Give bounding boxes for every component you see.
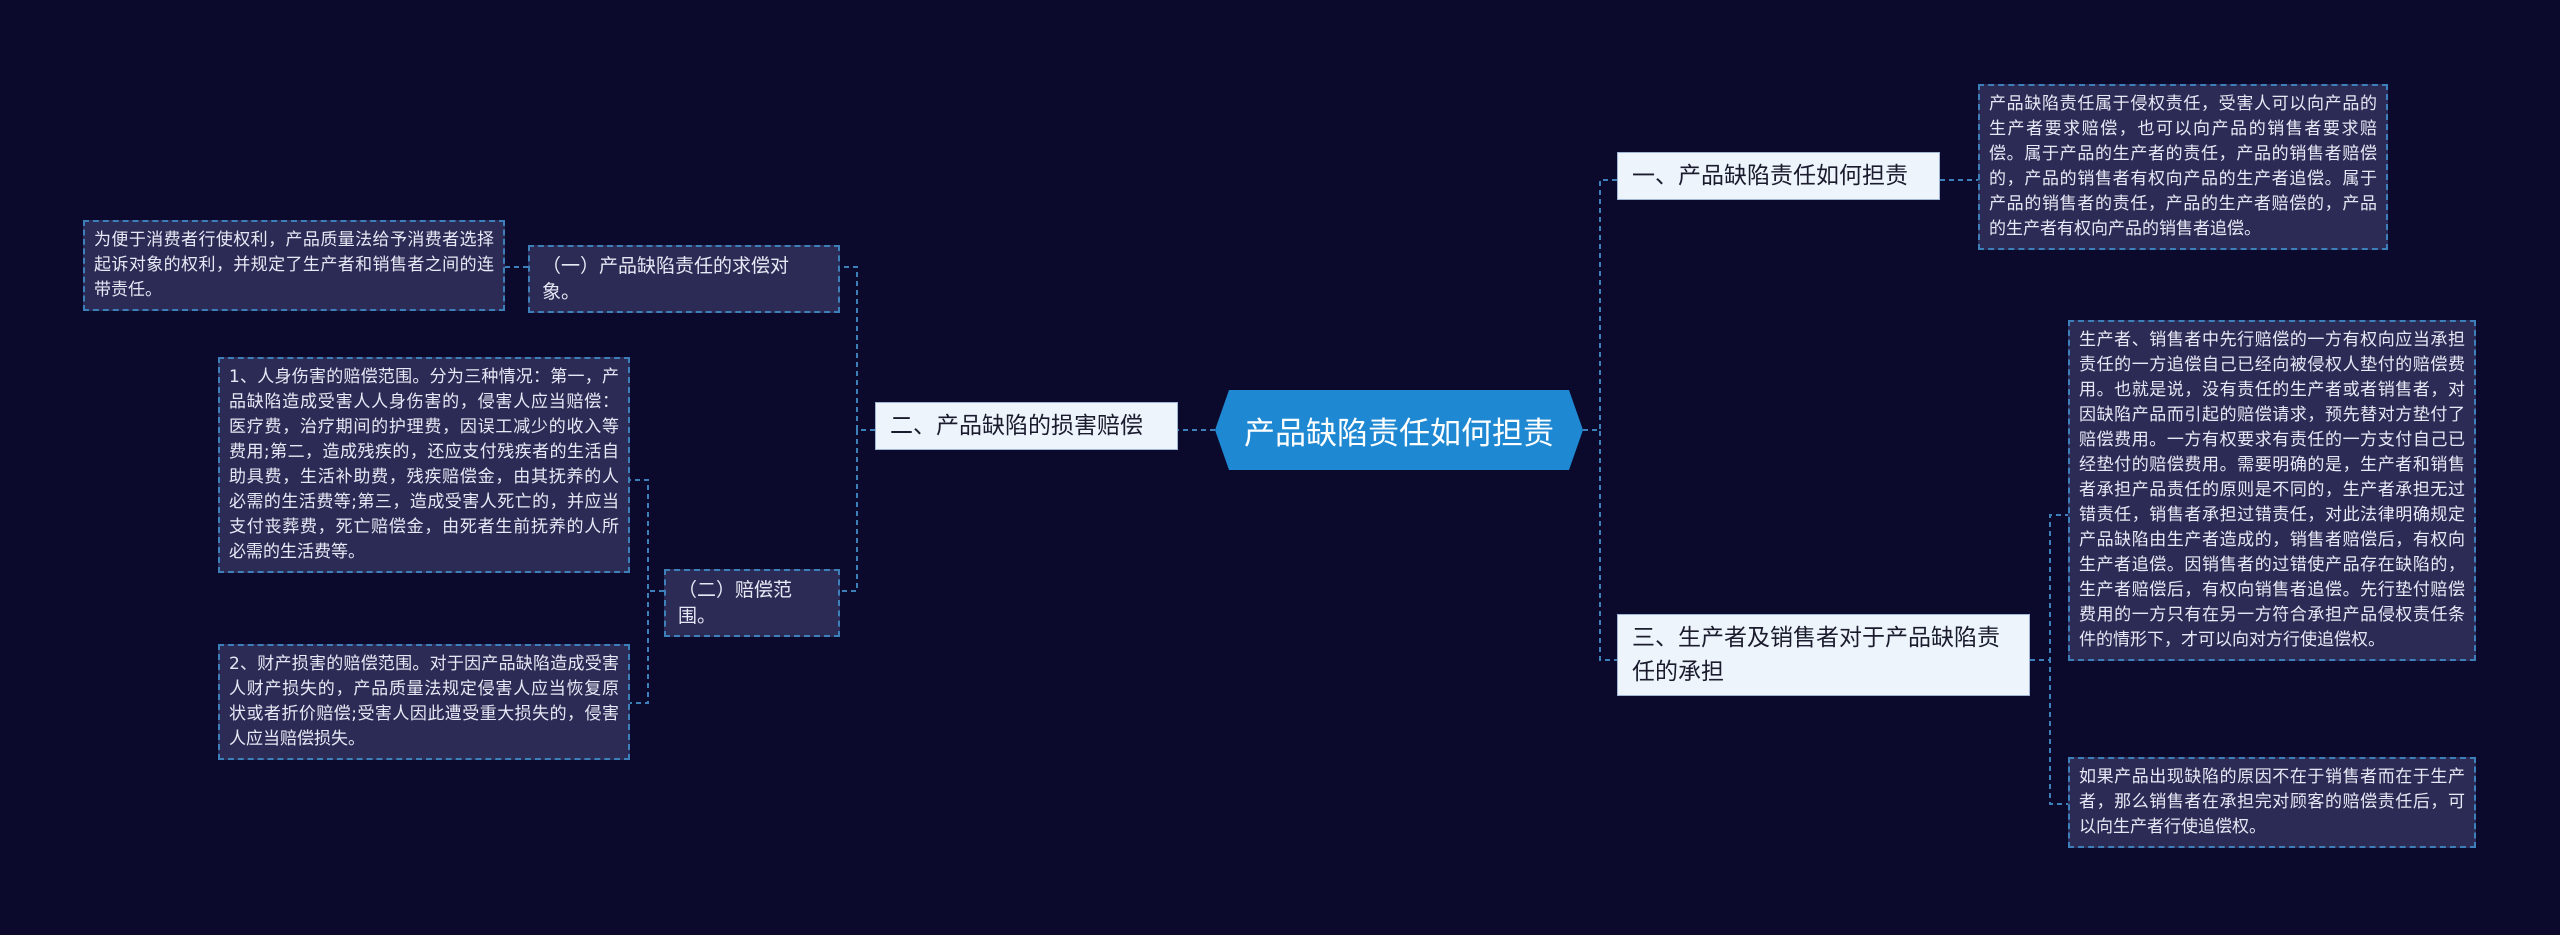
detail-consumer-choice[interactable]: 为便于消费者行使权利，产品质量法给予消费者选择起诉对象的权利，并规定了生产者和销… xyxy=(83,220,505,311)
detail-property-damage[interactable]: 2、财产损害的赔偿范围。对于因产品缺陷造成受害人财产损失的，产品质量法规定侵害人… xyxy=(218,644,630,760)
detail-text: 为便于消费者行使权利，产品质量法给予消费者选择起诉对象的权利，并规定了生产者和销… xyxy=(94,230,494,300)
link-sub2-to-detail1 xyxy=(630,479,664,592)
link-branch3-to-detail1 xyxy=(2030,514,2068,661)
sub-compensation-scope[interactable]: （二）赔偿范围。 xyxy=(664,569,840,637)
detail-personal-injury[interactable]: 1、人身伤害的赔偿范围。分为三种情况：第一，产品缺陷造成受害人人身伤害的，侵害人… xyxy=(218,357,630,573)
detail-liability-nature[interactable]: 产品缺陷责任属于侵权责任，受害人可以向产品的生产者要求赔偿，也可以向产品的销售者… xyxy=(1978,84,2388,250)
branch-damages[interactable]: 二、产品缺陷的损害赔偿 xyxy=(875,402,1178,450)
branch-label: 一、产品缺陷责任如何担责 xyxy=(1632,163,1908,189)
detail-seller-recourse[interactable]: 如果产品出现缺陷的原因不在于销售者而在于生产者，那么销售者在承担完对顾客的赔偿责… xyxy=(2068,757,2476,848)
link-sub2-to-detail2 xyxy=(630,590,664,704)
branch-producer-seller-liability[interactable]: 三、生产者及销售者对于产品缺陷责任的承担 xyxy=(1617,614,2030,696)
sub-compensation-targets[interactable]: （一）产品缺陷责任的求偿对象。 xyxy=(528,245,840,313)
link-root-to-branch1 xyxy=(1583,179,1617,431)
branch-how-to-bear-liability[interactable]: 一、产品缺陷责任如何担责 xyxy=(1617,152,1940,200)
detail-text: 产品缺陷责任属于侵权责任，受害人可以向产品的生产者要求赔偿，也可以向产品的销售者… xyxy=(1989,94,2377,239)
link-branch3-to-detail2 xyxy=(2030,659,2068,805)
detail-text: 2、财产损害的赔偿范围。对于因产品缺陷造成受害人财产损失的，产品质量法规定侵害人… xyxy=(229,654,619,749)
link-branch2-to-sub2 xyxy=(840,429,875,592)
link-branch2-to-sub1 xyxy=(840,266,875,431)
branch-label: 二、产品缺陷的损害赔偿 xyxy=(890,413,1143,439)
branch-label: 三、生产者及销售者对于产品缺陷责任的承担 xyxy=(1632,625,2000,685)
detail-advance-compensation[interactable]: 生产者、销售者中先行赔偿的一方有权向应当承担责任的一方追偿自己已经向被侵权人垫付… xyxy=(2068,320,2476,661)
link-root-to-branch3 xyxy=(1583,429,1617,661)
root-topic[interactable]: 产品缺陷责任如何担责 xyxy=(1215,390,1583,470)
detail-text: 1、人身伤害的赔偿范围。分为三种情况：第一，产品缺陷造成受害人人身伤害的，侵害人… xyxy=(229,367,619,562)
sub-label: （二）赔偿范围。 xyxy=(678,579,793,627)
root-topic-label: 产品缺陷责任如何担责 xyxy=(1244,415,1554,452)
detail-text: 如果产品出现缺陷的原因不在于销售者而在于生产者，那么销售者在承担完对顾客的赔偿责… xyxy=(2079,767,2465,837)
detail-text: 生产者、销售者中先行赔偿的一方有权向应当承担责任的一方追偿自己已经向被侵权人垫付… xyxy=(2079,330,2465,650)
sub-label: （一）产品缺陷责任的求偿对象。 xyxy=(542,255,790,303)
